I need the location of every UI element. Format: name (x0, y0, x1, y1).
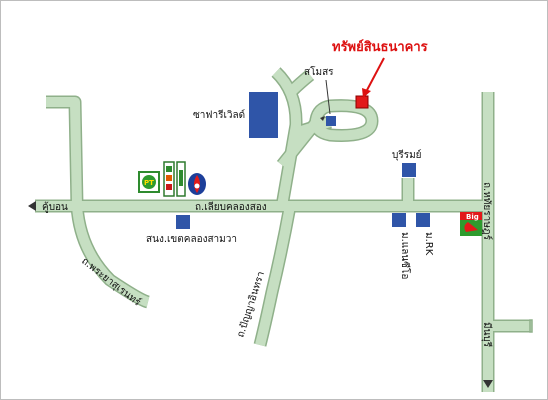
road-hathairat-label: ถ.หทัยราษฎร์ (481, 182, 493, 241)
arrow-samosorn-icon (320, 116, 325, 121)
mae-hae-building (392, 213, 406, 227)
red-arrow-icon (362, 88, 371, 98)
road-liap-khlong-song-label: ถ.เลียบคลองสอง (195, 201, 267, 213)
arrow-south-icon (483, 380, 493, 388)
school-label: สนง.เขตคลองสามวา (146, 234, 237, 245)
school-building (176, 215, 190, 229)
safari-world-building (249, 92, 278, 138)
arrow-west-icon (28, 201, 36, 211)
rk-label: ม.RK (423, 232, 434, 256)
road-caps (529, 319, 533, 333)
ptt-gas-station-icon (188, 173, 206, 195)
samosorn-leader (325, 79, 331, 115)
pt-logo-text: PT (144, 179, 154, 187)
mae-hae-label: ม.แลนซีโอ (399, 232, 412, 279)
safari-world-label: ซาฟารีเวิลด์ (193, 109, 245, 121)
rk-building (416, 213, 430, 227)
road-minburi-label: มีนบุรี (481, 322, 493, 348)
target-arrow (362, 57, 385, 98)
big-c-icon: Big (460, 212, 482, 236)
samosorn-building (326, 116, 336, 126)
buildings (176, 92, 430, 229)
road-khu-bon-label: คู้บอน (42, 201, 68, 213)
seven-eleven-icon-2 (176, 161, 186, 197)
buriram-building (402, 163, 416, 177)
samosorn-label: สโมสร (304, 65, 334, 78)
road-arrows (28, 116, 493, 388)
buriram-label: บุรีรมย์ (392, 149, 422, 161)
road-fills (35, 68, 530, 392)
target-bank-marker (355, 95, 369, 109)
target-bank-label: ทรัพย์สินธนาคาร (332, 39, 428, 55)
seven-eleven-icon (163, 161, 175, 197)
pt-gas-station-icon: PT (138, 171, 160, 193)
big-c-text: Big (466, 213, 479, 221)
